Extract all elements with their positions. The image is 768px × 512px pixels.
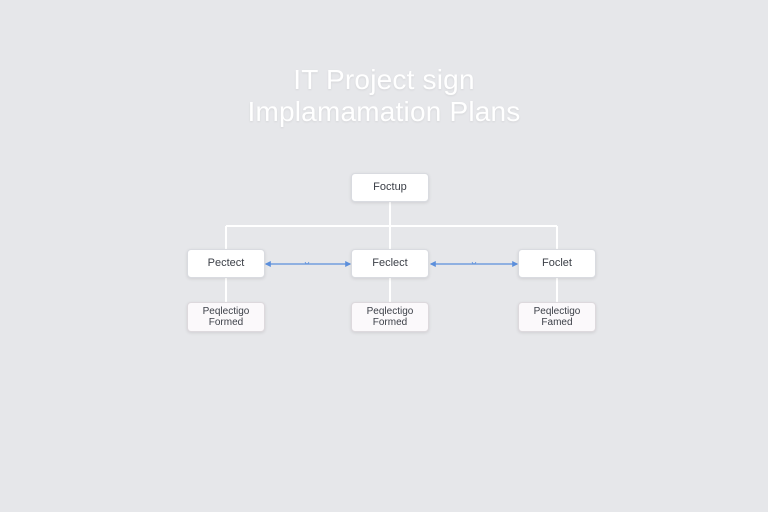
node-sub-right-line-1: Peqlectigo: [533, 306, 581, 317]
node-center: Feclect: [351, 249, 429, 278]
node-sub-center: Peqlectigo Formed: [351, 302, 429, 332]
node-sub-left-line-1: Peqlectigo: [202, 306, 250, 317]
node-sub-left: Peqlectigo Formed: [187, 302, 265, 332]
title-line-1: IT Project sign: [293, 64, 475, 95]
node-center-label: Feclect: [372, 257, 408, 269]
node-root-label: Foctup: [373, 181, 407, 193]
node-right-label: Foclet: [542, 257, 572, 269]
node-root: Foctup: [351, 173, 429, 202]
arrow-center-right-tick: [471, 261, 477, 265]
node-sub-right: Peqlectigo Famed: [518, 302, 596, 332]
node-sub-right-line-2: Famed: [541, 317, 573, 328]
node-sub-center-line-2: Formed: [372, 317, 408, 328]
title-line-2: Implamamation Plans: [247, 96, 521, 127]
node-left: Pectect: [187, 249, 265, 278]
node-right: Foclet: [518, 249, 596, 278]
diagram-title: IT Project sign Implamamation Plans: [0, 64, 768, 128]
arrow-left-center-tick: [304, 261, 310, 265]
node-sub-left-line-2: Formed: [208, 317, 244, 328]
node-left-label: Pectect: [207, 257, 245, 269]
node-sub-center-line-1: Peqlectigo: [366, 306, 414, 317]
